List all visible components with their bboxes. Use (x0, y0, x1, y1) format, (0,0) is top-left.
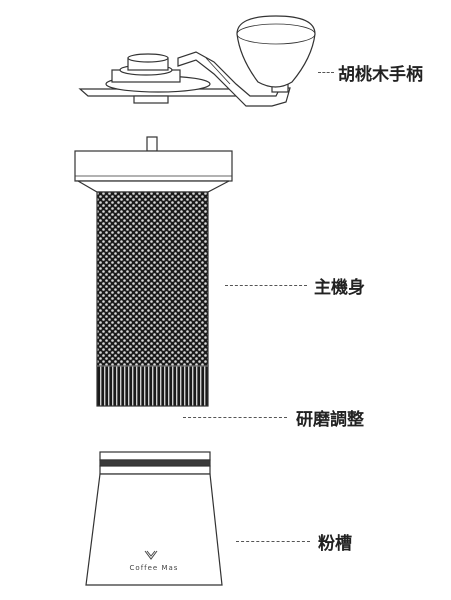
bin-thread (99, 459, 211, 467)
adjust-ring (96, 365, 209, 407)
body-top-cap (74, 150, 233, 182)
bin-leader (236, 541, 310, 542)
bin-cup (85, 473, 223, 586)
powder-bin: Coffee Mas (85, 451, 223, 586)
body-label: 主機身 (314, 278, 365, 298)
body-leader (225, 285, 307, 286)
walnut-knob (236, 15, 316, 88)
bin-rim (99, 451, 211, 461)
adjust-leader (183, 417, 287, 418)
knurled-sleeve (96, 191, 209, 367)
handle-leader (318, 72, 334, 73)
body-top-pin (146, 136, 158, 152)
handle-assembly (78, 15, 316, 107)
main-body (74, 136, 233, 407)
adjust-label: 研磨調整 (296, 410, 364, 430)
bin-label: 粉槽 (318, 534, 352, 554)
brand-text: Coffee Mas (130, 564, 179, 572)
crank-nut (133, 95, 169, 104)
brand-logo-icon (144, 550, 158, 560)
body-shoulder (75, 180, 230, 193)
handle-label: 胡桃木手柄 (338, 65, 423, 85)
